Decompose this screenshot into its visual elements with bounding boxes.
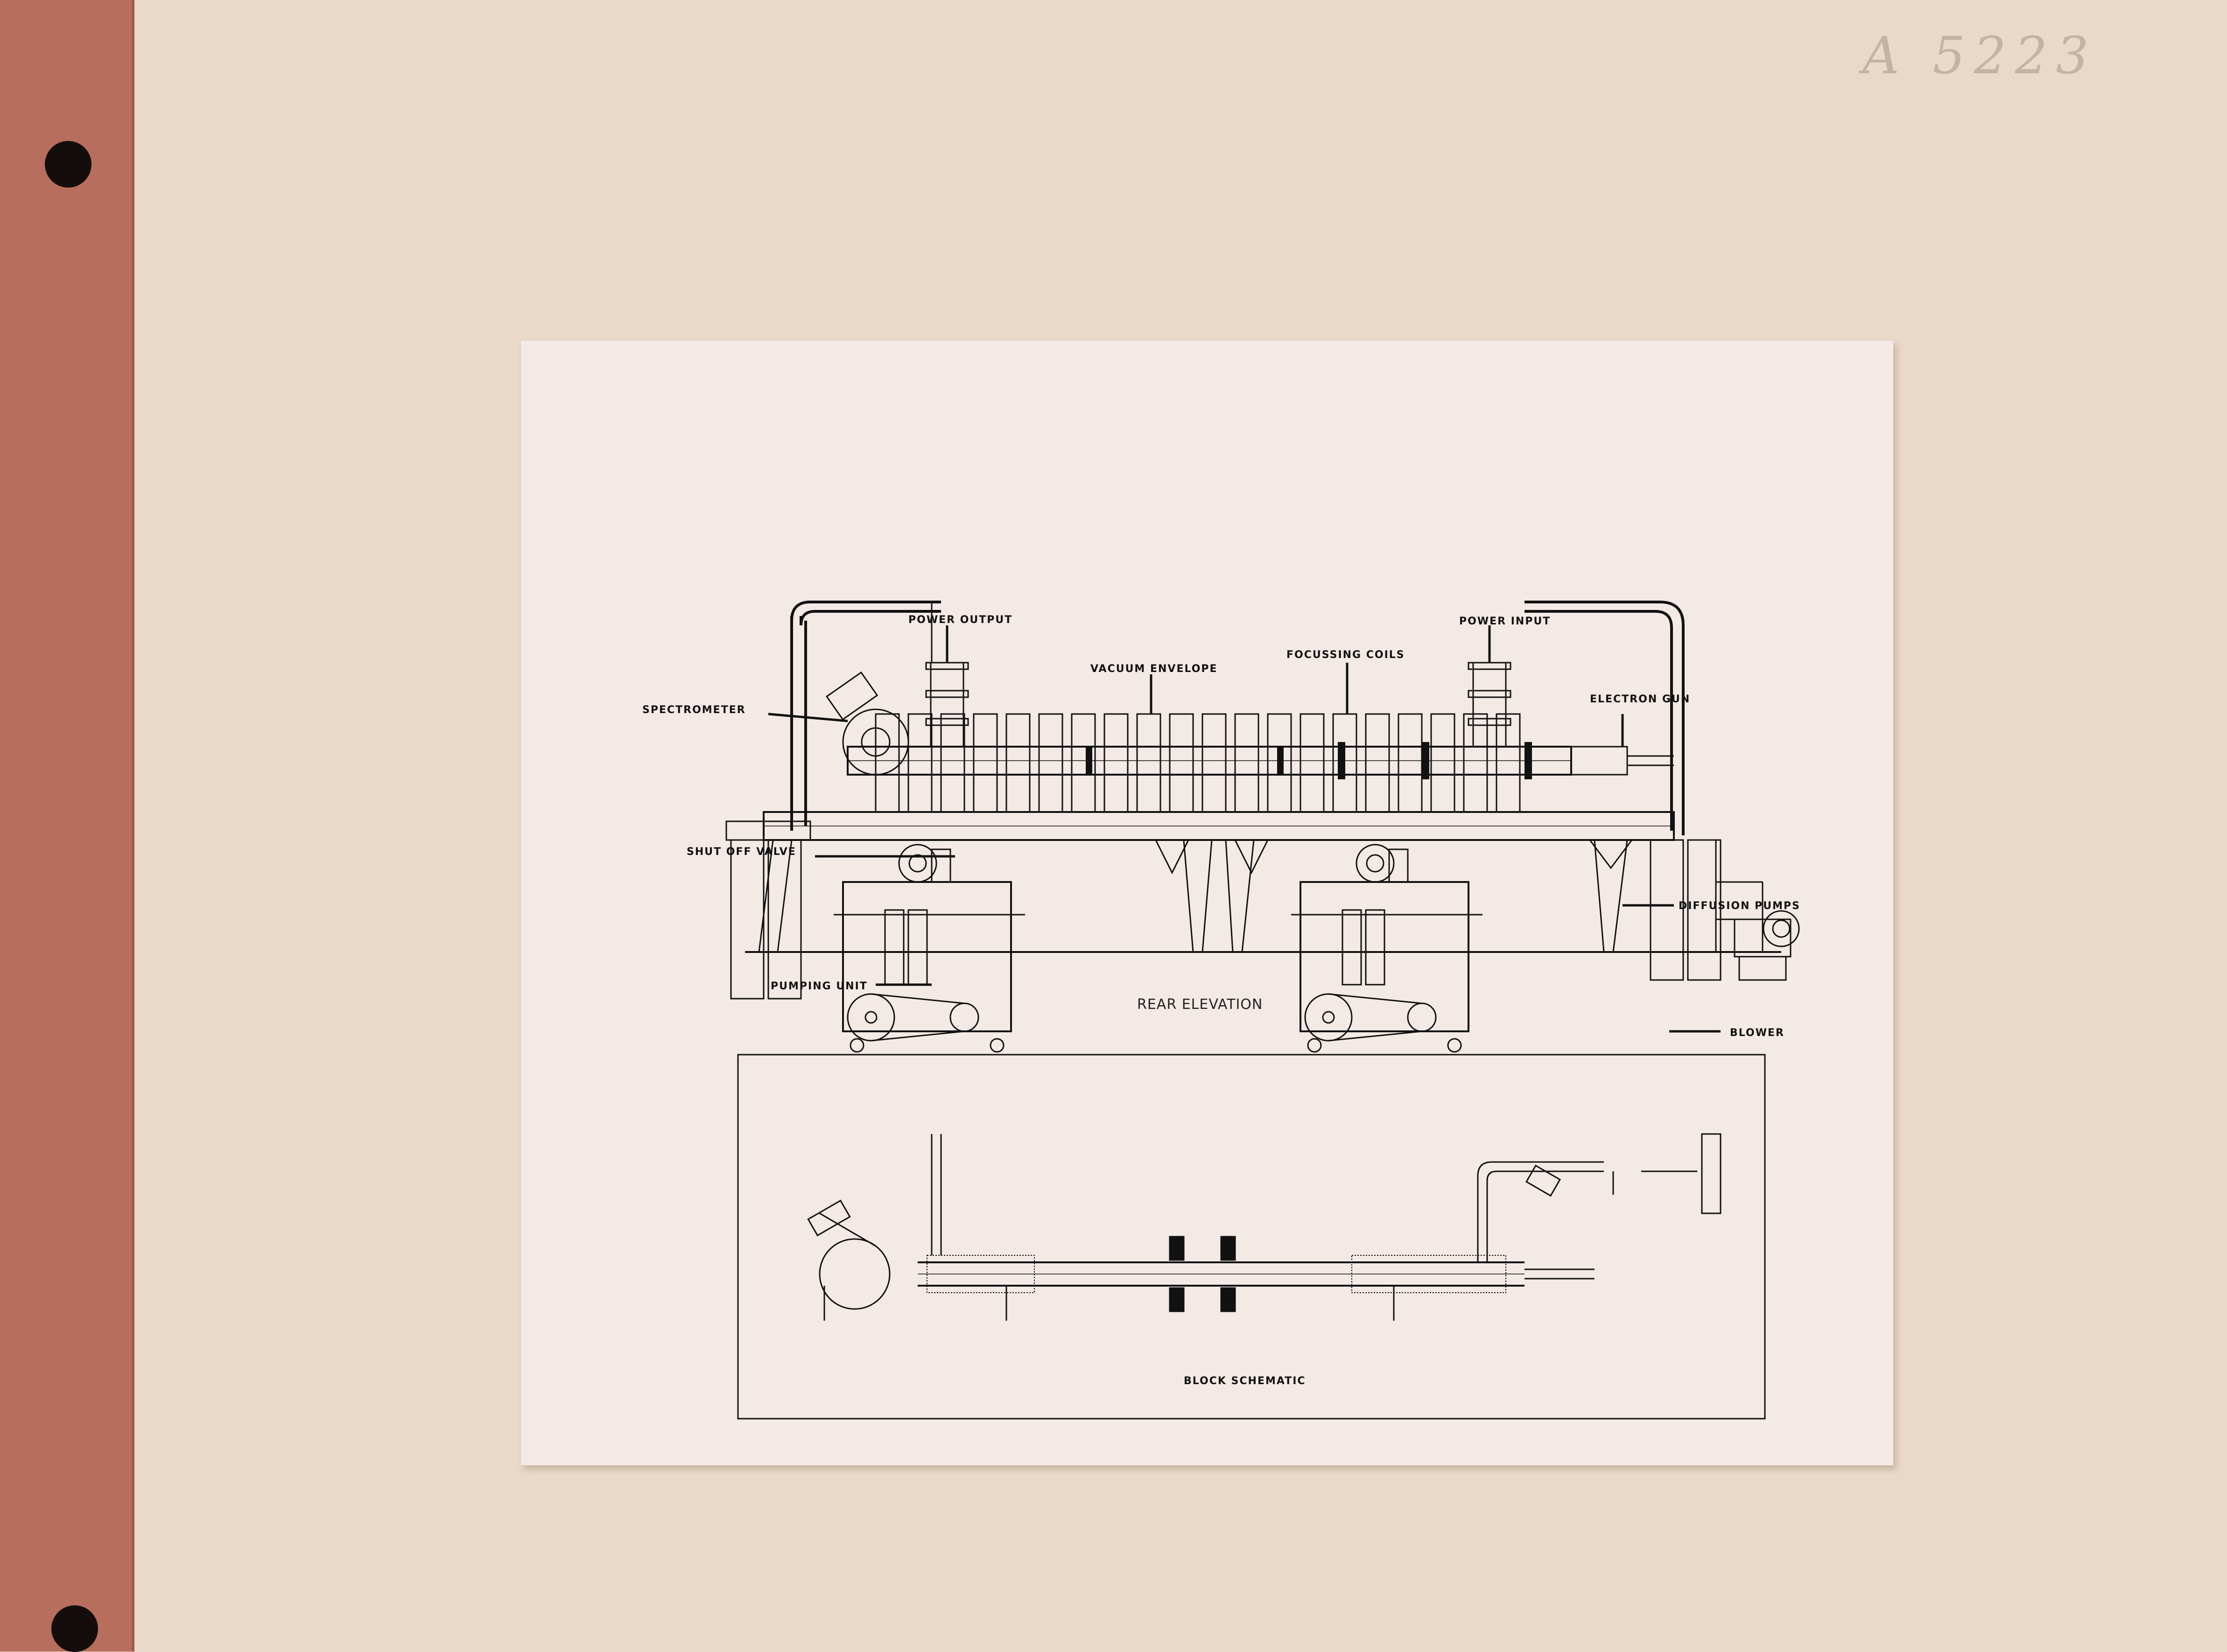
- drawing-labels: POWER OUTPUT POWER INPUT FOCUSSING COILS…: [642, 614, 1800, 1387]
- label-spectrometer: SPECTROMETER: [642, 704, 746, 716]
- label-power-output: POWER OUTPUT: [908, 614, 1012, 626]
- punch-hole-top: [45, 141, 91, 188]
- mounted-photograph: POWER OUTPUT POWER INPUT FOCUSSING COILS…: [521, 341, 1893, 1465]
- label-power-input: POWER INPUT: [1459, 616, 1551, 627]
- binder-spine: [0, 0, 132, 1652]
- block-schematic-drawing: [737, 1054, 1766, 1420]
- label-vacuum-envelope: VACUUM ENVELOPE: [1090, 663, 1218, 675]
- punch-hole-bottom: [51, 1605, 98, 1652]
- label-focussing-coils: FOCUSSING COILS: [1286, 649, 1405, 661]
- label-blower: BLOWER: [1730, 1027, 1784, 1039]
- catalog-mark: A 5223: [1862, 26, 2097, 85]
- label-pumping-unit: PUMPING UNIT: [771, 980, 868, 992]
- caption-rear-elevation: REAR ELEVATION: [1137, 996, 1263, 1013]
- label-electron-gun: ELECTRON GUN: [1590, 693, 1690, 705]
- leader-lines: [768, 625, 1721, 1033]
- binder-spine-edge: [132, 0, 134, 1652]
- rear-elevation-drawing: [725, 601, 1800, 1053]
- label-diffusion-pumps: DIFFUSION PUMPS: [1679, 900, 1800, 912]
- label-shut-off-valve: SHUT OFF VALVE: [687, 846, 796, 858]
- caption-block-schematic: BLOCK SCHEMATIC: [1184, 1375, 1306, 1387]
- engineering-drawing: POWER OUTPUT POWER INPUT FOCUSSING COILS…: [642, 601, 1800, 1420]
